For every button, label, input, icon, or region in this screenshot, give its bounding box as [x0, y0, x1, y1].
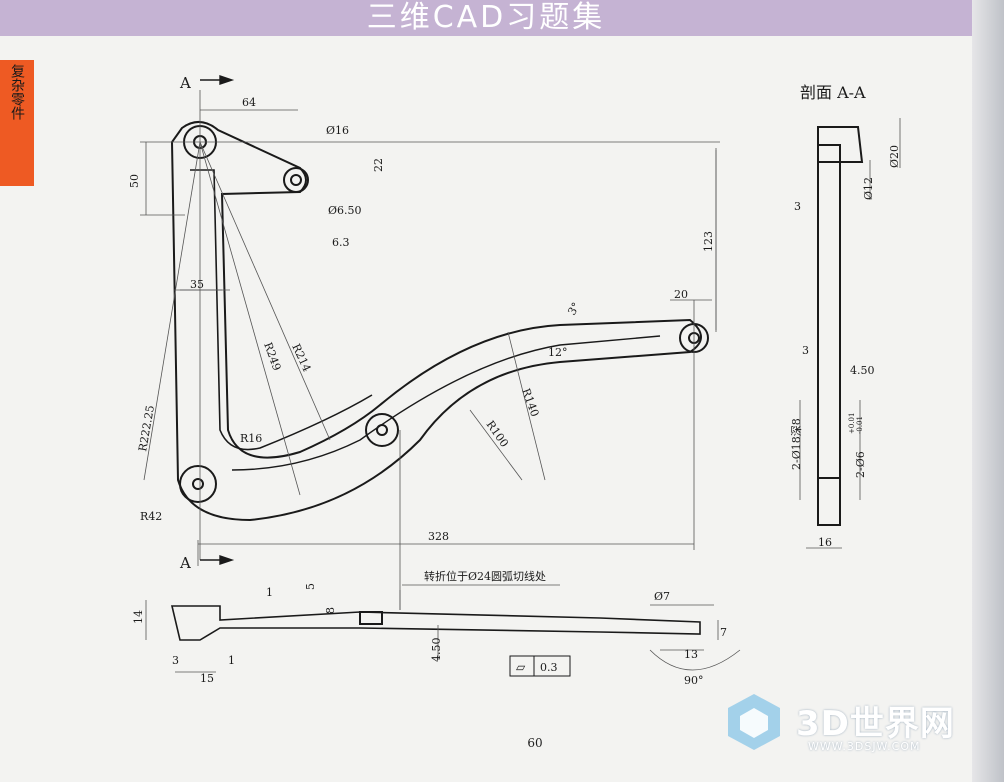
dim-R214: R214 [289, 342, 313, 374]
dim-15: 15 [200, 672, 214, 685]
surface-roughness: 6.3 [332, 236, 350, 249]
dim-20: 20 [674, 288, 688, 301]
dim-R140: R140 [519, 387, 541, 419]
section-mark-top: A [179, 74, 191, 92]
dim-3b: 3 [802, 344, 809, 357]
dim-328: 328 [428, 530, 449, 543]
chapter-tab-label: 复杂零件 [9, 64, 25, 120]
dim-16: 16 [818, 536, 832, 549]
flatness-value: 0.3 [540, 661, 558, 674]
dim-90deg: 90° [684, 674, 704, 687]
lever-inner-cutout [190, 169, 373, 451]
dim-1b: 1 [228, 654, 235, 667]
watermark-brand: 3D世界网 [796, 704, 955, 744]
dim-13: 13 [684, 648, 698, 661]
dim-phi20: Ø20 [888, 145, 901, 168]
dim-8: 8 [324, 607, 337, 614]
dim-R249: R249 [261, 341, 283, 373]
watermark-url: WWW.3DSJW.COM [808, 740, 921, 753]
dim-2-phi6: 2-Ø6 [854, 451, 867, 478]
pivot-hole-bottom [179, 465, 217, 503]
dim-phi6-50: Ø6.50 [328, 204, 362, 217]
dim-14: 14 [132, 610, 145, 624]
section-mark-bottom: A [179, 554, 191, 572]
dim-3: 3 [172, 654, 179, 667]
tol-upper: +0.01 [848, 413, 856, 434]
dim-35: 35 [190, 278, 204, 291]
header-bar [0, 0, 972, 36]
book-title: 三维CAD习题集 [366, 0, 606, 35]
dim-2-phi18: 2-Ø18深8 [790, 418, 803, 470]
page-edge-shadow [972, 0, 1004, 782]
dim-phi12: Ø12 [862, 177, 875, 200]
dim-50: 50 [128, 174, 141, 188]
dim-123: 123 [702, 231, 715, 252]
flatness-frame [509, 655, 571, 677]
dim-22: 22 [372, 158, 385, 172]
cube-logo-icon [728, 694, 780, 750]
chapter-tab [0, 60, 34, 186]
dim-phi7: Ø7 [654, 590, 670, 603]
dim-phi16: Ø16 [326, 124, 349, 137]
dim-3deg: 3° [565, 300, 583, 317]
page-number: 60 [527, 736, 543, 750]
bottom-view-body [170, 605, 701, 641]
dim-R16: R16 [240, 432, 262, 445]
tol-lower: -0.01 [856, 416, 864, 434]
dim-R42: R42 [140, 510, 162, 523]
pivot-hole-middle [365, 413, 399, 447]
hole-6-50 [283, 167, 309, 193]
lever-outline [170, 121, 702, 522]
dim-4-50: 4.50 [850, 364, 875, 377]
dim-R222-25: R222.25 [136, 404, 157, 452]
dim-7: 7 [720, 626, 727, 639]
dim-4-50b: 4.50 [430, 638, 443, 663]
fold-note: 转折位于Ø24圆弧切线处 [424, 569, 546, 583]
dim-3a: 3 [794, 200, 801, 213]
dim-12deg: 12° [548, 346, 568, 359]
section-title: 剖面 A-A [800, 83, 866, 102]
flatness-symbol: ▱ [516, 660, 526, 674]
section-view-body [817, 144, 841, 526]
dim-1a: 1 [266, 586, 273, 599]
dim-64: 64 [242, 96, 256, 109]
dim-5: 5 [304, 583, 317, 590]
